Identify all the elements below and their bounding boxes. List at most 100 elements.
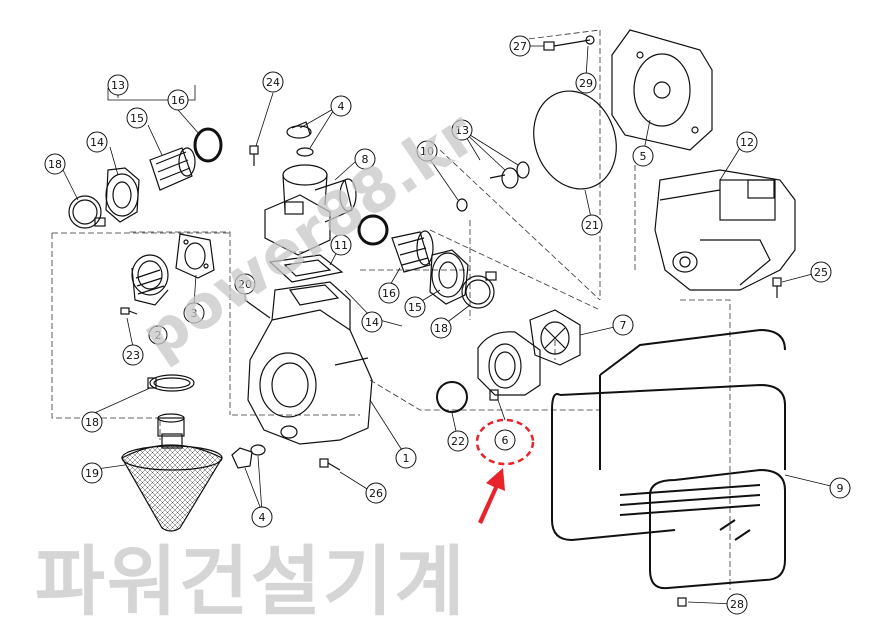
callout-22: 22 [447, 430, 469, 452]
svg-text:18: 18 [85, 416, 99, 429]
svg-text:22: 22 [451, 435, 465, 448]
svg-text:10: 10 [420, 145, 434, 158]
callout-21: 21 [581, 214, 603, 236]
svg-text:24: 24 [266, 76, 280, 89]
callout-14-middle: 14 [361, 311, 383, 333]
svg-text:6: 6 [502, 434, 509, 447]
svg-text:11: 11 [334, 239, 348, 252]
svg-text:18: 18 [434, 322, 448, 335]
impeller-7 [529, 309, 581, 366]
svg-text:15: 15 [130, 112, 144, 125]
callout-16-middle: 16 [378, 282, 400, 304]
gasket-11 [268, 254, 344, 283]
svg-text:16: 16 [171, 94, 185, 107]
svg-text:14: 14 [90, 136, 104, 149]
svg-text:4: 4 [338, 100, 345, 113]
callout-2: 2 [148, 325, 168, 345]
engine-12 [654, 169, 796, 291]
svg-text:14: 14 [365, 316, 379, 329]
callout-3: 3 [183, 302, 205, 324]
svg-text:8: 8 [362, 153, 369, 166]
bolt-28 [677, 597, 687, 607]
callout-20: 20 [234, 273, 256, 295]
svg-text:4: 4 [259, 511, 266, 524]
callout-29: 29 [575, 72, 597, 94]
drain-plug-20 [244, 299, 271, 319]
callout-6: 6 [494, 429, 516, 451]
callout-19: 19 [81, 462, 103, 484]
callout-16-top: 15 [126, 107, 148, 129]
hose-clamp-top [68, 195, 106, 229]
part-callouts: 18 13 14 15 16 3 2 23 18 19 24 4 8 11 20… [44, 35, 851, 615]
callout-15-middle: 15 [404, 296, 426, 318]
assembly-guide-lines [51, 29, 731, 590]
svg-text:13: 13 [455, 124, 469, 137]
callout-26: 26 [365, 482, 387, 504]
callout-23: 23 [122, 344, 144, 366]
callout-24: 24 [262, 71, 284, 93]
svg-text:16: 16 [382, 287, 396, 300]
engine-cover-5 [611, 29, 713, 151]
svg-text:18: 18 [48, 158, 62, 171]
gasket-3 [175, 233, 215, 279]
bolt-25 [772, 277, 782, 298]
callout-7: 7 [612, 314, 634, 336]
svg-text:13: 13 [111, 79, 125, 92]
svg-text:27: 27 [513, 40, 527, 53]
svg-text:25: 25 [814, 266, 828, 279]
mechanical-seal-13 [456, 161, 530, 212]
svg-text:2: 2 [155, 329, 162, 342]
hose-barb-top [149, 147, 196, 191]
highlight-arrow [478, 468, 505, 524]
callout-10: 10 [416, 140, 438, 162]
coupling-nut-top [105, 167, 140, 223]
hose-clamp-bottom [147, 374, 195, 392]
part-illustrations [68, 29, 796, 607]
callout-17: 16 [167, 89, 189, 111]
svg-text:21: 21 [585, 219, 599, 232]
svg-text:26: 26 [369, 487, 383, 500]
hose-barb-middle [391, 230, 434, 273]
svg-text:28: 28 [730, 598, 744, 611]
svg-text:20: 20 [238, 278, 252, 291]
svg-text:15: 15 [408, 301, 422, 314]
callout-27: 27 [509, 35, 531, 57]
coupling-nut-middle [429, 249, 469, 305]
bolt-26 [319, 458, 341, 471]
bolt-24 [249, 145, 259, 166]
callout-15-top: 14 [86, 131, 108, 153]
svg-text:3: 3 [191, 307, 198, 320]
svg-text:23: 23 [126, 349, 140, 362]
callout-25: 25 [810, 261, 832, 283]
callout-18-bottom: 18 [81, 411, 103, 433]
watermark-brand: 파워건설기계 [35, 537, 467, 626]
svg-text:5: 5 [640, 150, 647, 163]
hose-clamp-middle [461, 271, 497, 309]
highlight-part-6 [475, 418, 535, 524]
o-ring-middle [357, 214, 389, 246]
frame-9 [551, 328, 786, 590]
svg-text:1: 1 [403, 452, 410, 465]
svg-text:12: 12 [740, 136, 754, 149]
o-ring-22 [436, 381, 468, 413]
callout-12: 12 [736, 131, 758, 153]
callout-11: 11 [330, 234, 352, 256]
svg-text:29: 29 [579, 77, 593, 90]
volute-6 [477, 331, 541, 401]
svg-text:19: 19 [85, 467, 99, 480]
bolt-27 [543, 35, 595, 51]
svg-text:7: 7 [620, 319, 627, 332]
callout-4-top: 4 [330, 95, 352, 117]
callout-28: 28 [726, 593, 748, 615]
highlight-ring [475, 418, 535, 466]
priming-cap-4 [231, 444, 266, 469]
callout-9: 9 [829, 477, 851, 499]
discharge-elbow-8 [264, 121, 357, 256]
svg-text:9: 9 [837, 482, 844, 495]
strainer-19 [121, 413, 223, 532]
o-ring-21 [533, 90, 617, 190]
callout-5: 5 [632, 145, 654, 167]
bolt-23 [120, 307, 138, 315]
callout-4-bottom: 4 [251, 506, 273, 528]
